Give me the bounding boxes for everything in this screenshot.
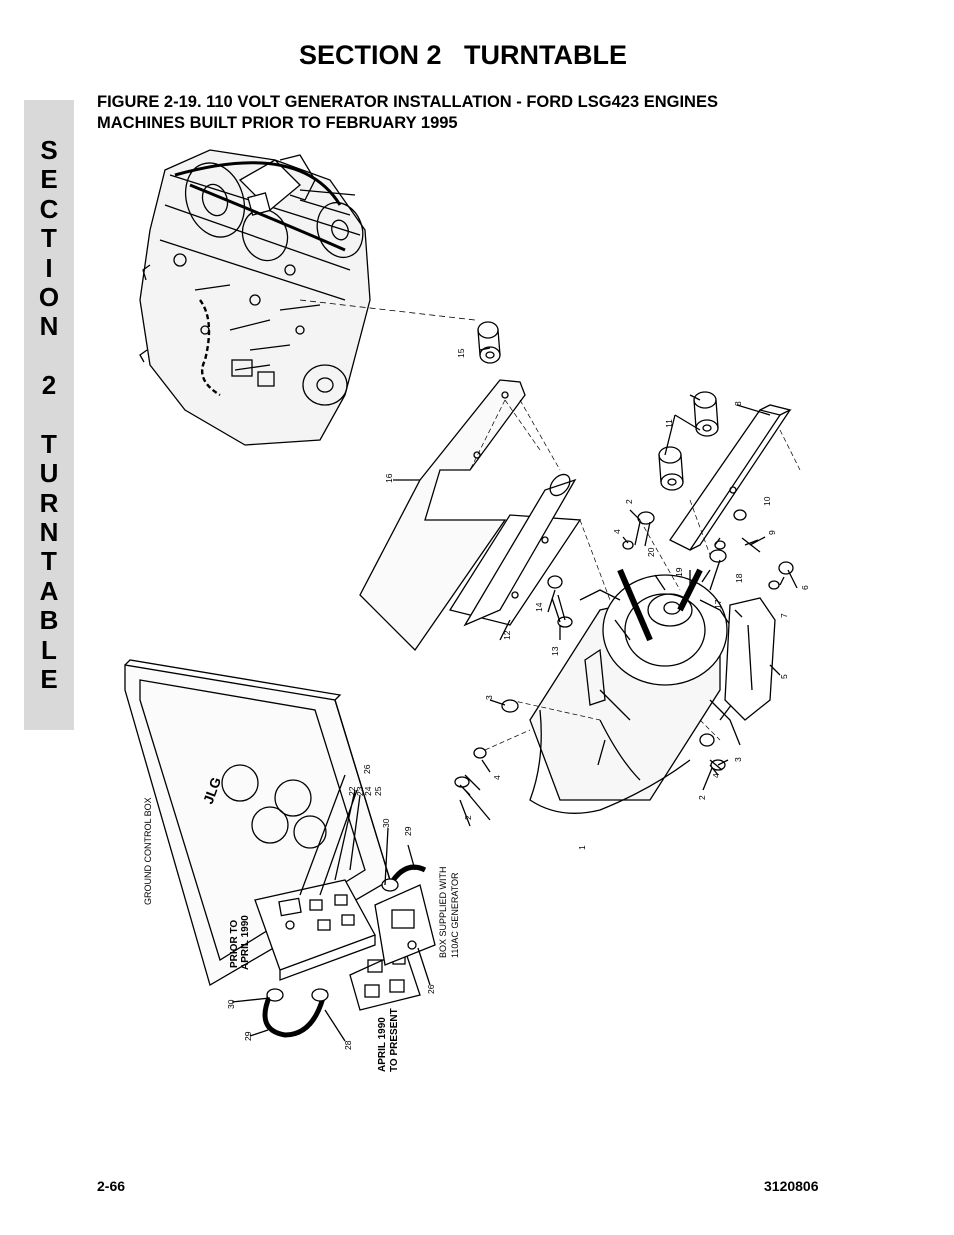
callout-29-top: 29 (403, 826, 413, 836)
callout-23: 23 (355, 786, 365, 796)
prior-to-label-line-2: APRIL 1990 (240, 915, 251, 970)
power-cables (262, 864, 427, 1038)
side-tab-letter: E (40, 664, 58, 695)
callout-4-upper: 4 (612, 529, 622, 534)
side-tab-letter: L (41, 634, 57, 665)
generator-box (374, 884, 436, 966)
ground-control-box-label: GROUND CONTROL BOX (143, 797, 153, 905)
callout-16: 16 (384, 473, 394, 483)
side-tab-letter: 2 (41, 370, 57, 401)
callout-4-right: 4 (711, 773, 721, 778)
callout-26-bottom: 26 (426, 984, 436, 994)
callout-9: 9 (767, 530, 777, 535)
side-tab-letter: A (39, 575, 59, 606)
callout-29-bottom: 29 (243, 1031, 253, 1041)
callout-14: 14 (534, 602, 544, 612)
callout-26-top: 26 (362, 764, 372, 774)
part-15-spacer (477, 321, 501, 364)
callout-6: 6 (800, 585, 810, 590)
generator-illustration (529, 568, 741, 814)
figure-title-line-1: FIGURE 2-19. 110 VOLT GENERATOR INSTALLA… (97, 93, 718, 111)
callout-20: 20 (646, 547, 656, 557)
callout-15: 15 (456, 348, 466, 358)
side-tab-letter: T (41, 428, 57, 459)
part-14-washer (547, 575, 563, 589)
part-5-bracket (724, 597, 776, 721)
callout-17: 17 (713, 599, 723, 609)
side-tab-letter: T (41, 546, 57, 577)
document-number: 3120806 (764, 1178, 819, 1194)
side-tab-letter: C (39, 193, 59, 224)
callout-3-left: 3 (484, 695, 494, 700)
side-tab-letter: T (41, 223, 57, 254)
part-13-bolt (551, 594, 566, 623)
engine-illustration (139, 149, 371, 446)
april-1990-label-line-1: APRIL 1990 (377, 1017, 388, 1072)
side-tab-letter: I (45, 252, 53, 283)
side-tab-letter: N (39, 311, 59, 342)
callout-28: 28 (343, 1040, 353, 1050)
callout-8: 8 (733, 401, 743, 406)
callout-10: 10 (762, 496, 772, 506)
side-tab-letter: B (39, 605, 59, 636)
side-tab-letter: R (39, 487, 59, 518)
side-tab-letter: O (38, 281, 60, 312)
side-tab-letter: N (39, 517, 59, 548)
callout-19: 19 (674, 567, 684, 577)
side-tab-letter: E (40, 164, 58, 195)
callout-13: 13 (550, 646, 560, 656)
side-tab-letter: S (40, 135, 58, 165)
figure-title-line-2: MACHINES BUILT PRIOR TO FEBRUARY 1995 (97, 114, 458, 132)
callout-2-upper: 2 (624, 499, 634, 504)
callout-2-left: 2 (463, 815, 473, 820)
side-tab-letter: U (39, 458, 59, 489)
callout-1: 1 (577, 845, 587, 850)
box-supplied-label-line-1: BOX SUPPLIED WITH (438, 866, 448, 958)
figure-title: FIGURE 2-19. 110 VOLT GENERATOR INSTALLA… (97, 92, 718, 134)
callout-30-bottom: 30 (226, 999, 236, 1009)
callout-24: 24 (363, 786, 373, 796)
callout-4-left: 4 (492, 775, 502, 780)
callout-3-right: 3 (733, 757, 743, 762)
page-number: 2-66 (97, 1178, 126, 1194)
callout-18: 18 (734, 573, 744, 583)
callout-22: 22 (347, 786, 357, 796)
box-supplied-label-line-2: 110AC GENERATOR (450, 872, 460, 958)
part-16-bracket (359, 379, 541, 652)
callout-5: 5 (779, 674, 789, 679)
callout-2-right: 2 (697, 795, 707, 800)
callout-25: 25 (373, 786, 383, 796)
callout-30-top: 30 (381, 818, 391, 828)
section-title: SECTION 2 TURNTABLE (298, 40, 627, 70)
callout-11: 11 (664, 419, 674, 428)
prior-to-label-line-1: PRIOR TO (229, 920, 240, 968)
callout-12: 12 (502, 630, 512, 640)
switch-box-prior (254, 879, 376, 981)
april-1990-label-line-2: TO PRESENT (389, 1008, 400, 1072)
part-8-bar (669, 404, 792, 551)
callout-7: 7 (779, 613, 789, 618)
